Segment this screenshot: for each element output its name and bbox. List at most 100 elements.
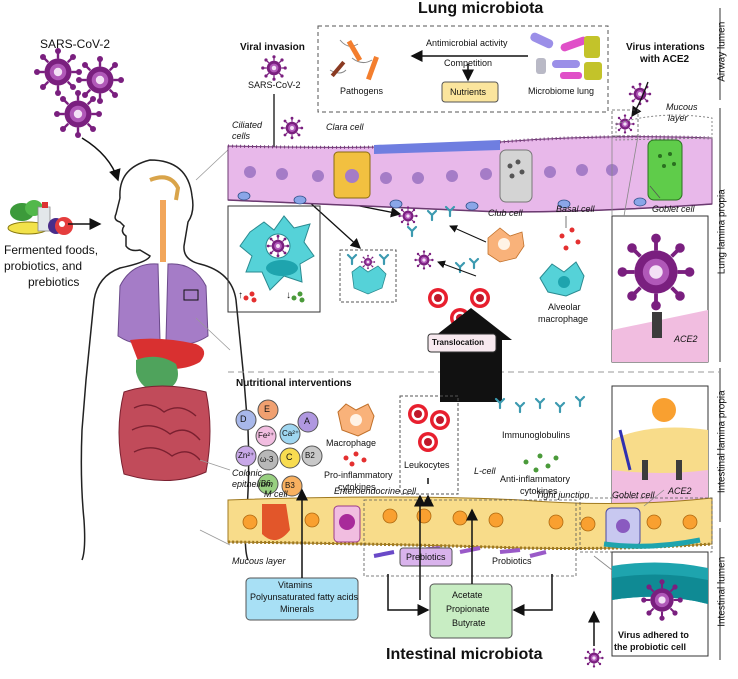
nutrient-E: E: [264, 404, 271, 414]
ace2-virus-arrow: [631, 81, 649, 118]
virus-to-body-arrow: [81, 137, 121, 182]
ace2-zoom-box: [611, 109, 639, 137]
lung-microbiome-box: [317, 25, 609, 113]
enteroendocrine-label: Enteroendocrine cell: [334, 486, 417, 496]
macrophage-gut-label: Macrophage: [326, 438, 377, 448]
leukocytes-label: Leukocytes: [404, 460, 450, 470]
nutrient-omega3: ω-3: [260, 455, 274, 464]
adhered-zoom-line: [593, 555, 613, 571]
translocation-arrow-head: [430, 308, 512, 340]
alveolar-label-2: macrophage: [538, 314, 589, 324]
acetate-label: Acetate: [452, 590, 483, 600]
antibody-icon-1: [346, 253, 358, 266]
clara-label: Clara cell: [326, 122, 364, 132]
virus-icon-engulfed: [266, 234, 290, 258]
colonic-label-2: epithelium: [232, 479, 274, 489]
foods-label-line3: prebiotics: [28, 275, 80, 289]
gut-ace2-zoom-line: [643, 489, 665, 507]
virus-interactions-label-1: Virus interations: [626, 42, 705, 53]
minerals-label: Minerals: [280, 604, 315, 614]
pro-inflammatory-label-1: Pro-inflammatory: [324, 470, 393, 480]
virus-icon-ace2-zoom: [615, 231, 697, 313]
immunoglobulins-label: Immunoglobulins: [502, 430, 571, 440]
pro-inflammatory-label-2: cytokines: [338, 482, 376, 492]
virus-icon-propia-2: [413, 249, 435, 271]
prebiotic-to-scfa-arrow: [387, 574, 430, 616]
ace2-gut-nucleus: [652, 398, 676, 422]
goblet-cell-lung: [647, 139, 683, 201]
ace2-zoom-line-1: [623, 135, 639, 217]
virus-icon-airway: [280, 116, 304, 140]
leukocytes-box: [399, 395, 459, 495]
virus-icon-large-1: [32, 46, 84, 98]
stomach: [136, 356, 178, 392]
vitamins-label: Vitamins: [278, 580, 313, 590]
nutrients-cluster: [235, 399, 323, 497]
nutrient-B3: B3: [285, 481, 295, 490]
translocation-box: [427, 333, 497, 353]
virus-icon-adhered: [640, 578, 684, 622]
nutrients-label: Nutrients: [450, 87, 487, 97]
butyrate-label: Butyrate: [452, 618, 486, 628]
l-cell-label: L-cell: [474, 466, 496, 476]
up-arrow-label: ↑: [238, 290, 243, 301]
ace2-gut-blue-line: [618, 429, 632, 471]
club-label: Club cell: [488, 208, 523, 218]
anti-inflammatory-label-1: Anti-inflammatory: [500, 474, 571, 484]
scfa-box: [429, 583, 513, 639]
prebiotic-rod: [373, 550, 395, 558]
lung-zoom-box: [183, 289, 199, 301]
zoom-line-gut-2: [199, 529, 231, 546]
basal-secretory-cell: [499, 149, 533, 203]
alveolar-label-1: Alveolar: [548, 302, 581, 312]
title-lung-microbiota: Lung microbiota: [418, 0, 544, 17]
adhered-label-2: the probiotic cell: [614, 642, 687, 652]
mucous-label-2: layer: [668, 113, 688, 123]
zoom-line-top: [195, 147, 231, 181]
colonic-label-1: Colonic: [232, 468, 263, 478]
leukocyte-icon-gut-1: [408, 404, 428, 424]
microbiome-lung-label: Microbiome lung: [528, 86, 595, 96]
ace2-receptor-gut-2: [676, 460, 682, 480]
pufa-label: Polyunsaturated fatty acids: [250, 592, 359, 602]
title-intestinal-microbiota: Intestinal microbiota: [386, 646, 543, 663]
antimicrobial-label: Antimicrobial activity: [426, 38, 508, 48]
gut-probiotic-strip: [603, 537, 701, 549]
down-arrow-label: ↓: [286, 290, 291, 301]
left-panel: [7, 46, 250, 561]
ace2-receptor-gut-1: [642, 460, 648, 480]
leukocyte-icon-gut-3: [418, 432, 438, 452]
probiotic-to-scfa-arrow: [512, 574, 553, 616]
ciliated-label-2: cells: [232, 131, 251, 141]
immunoglobulins-icon: [494, 395, 586, 414]
viral-invasion-label: Viral invasion: [240, 42, 305, 53]
competition-label: Competition: [444, 58, 493, 68]
lung-microbiome-icon: [530, 32, 602, 80]
translocation-label: Translocation: [432, 338, 485, 347]
macrophage-zoom-box: [227, 205, 321, 313]
goblet-lung-label: Goblet cell: [652, 204, 695, 214]
adhered-label-1: Virus adhered to: [618, 630, 689, 640]
virus-icon-ace2-bound: [614, 113, 636, 135]
virus-icon-large-2: [74, 54, 126, 106]
ab-to-virus-arrow: [437, 260, 477, 277]
fermented-foods-icon: [7, 200, 73, 235]
intestines: [118, 385, 211, 481]
right-lung: [165, 263, 209, 345]
club-to-virus-arrow: [449, 225, 487, 243]
propionate-label: Propionate: [446, 604, 490, 614]
zoom-line-lung: [195, 317, 231, 351]
prebiotics-label: Prebiotics: [406, 552, 446, 562]
gut-microbiota-box: [363, 499, 577, 577]
nutrient-Zn: Zn²⁺: [238, 451, 255, 460]
mucous-layer-gut-label: Mucous layer: [232, 556, 286, 566]
side-label-lung-lamina-propia: Lung lamina propia: [716, 189, 728, 275]
virus-icon-propia-1: [397, 205, 419, 227]
leukocyte-icon-lung-1: [428, 288, 448, 308]
left-lung: [117, 263, 161, 345]
pathogens-label: Pathogens: [340, 86, 384, 96]
ace2-gut-membrane: [612, 470, 708, 506]
macrophage-small-box: [339, 249, 397, 303]
